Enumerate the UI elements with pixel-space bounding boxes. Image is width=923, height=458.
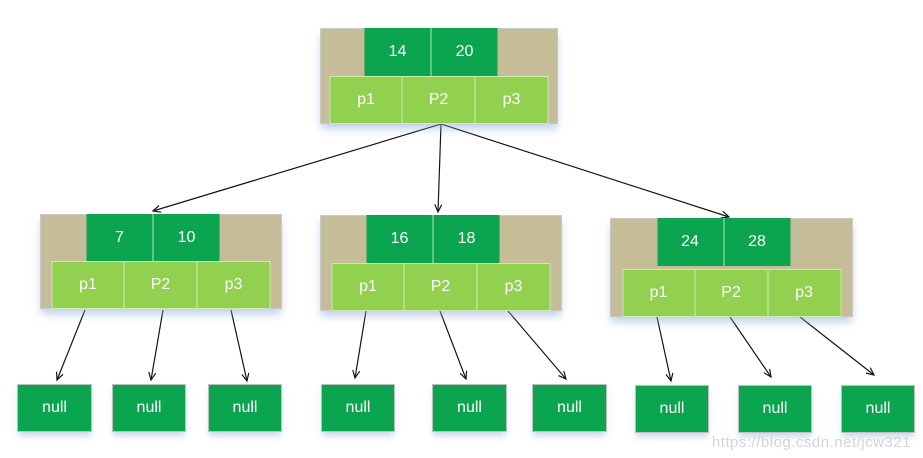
key-row: 14 20 <box>364 28 498 76</box>
null-leaf: null <box>738 385 812 433</box>
pointer-cell: P2 <box>402 76 476 124</box>
key-cell: 28 <box>723 218 790 266</box>
edge-middle-p3 <box>507 310 566 379</box>
key-cell: 20 <box>430 28 498 76</box>
btree-node-left: 7 10 p1 P2 p3 <box>40 214 282 309</box>
pointer-row: p1 P2 p3 <box>331 263 551 311</box>
null-leaf: null <box>321 384 395 432</box>
edge-left-p2 <box>151 309 164 380</box>
edge-right-p3 <box>799 316 874 375</box>
key-cell: 10 <box>152 214 220 262</box>
pointer-cell: P2 <box>404 263 478 311</box>
pointer-cell: p1 <box>51 261 125 309</box>
null-leaf: null <box>432 384 507 432</box>
edge-right-p2 <box>729 316 771 377</box>
pointer-cell: P2 <box>695 269 768 317</box>
null-leaf: null <box>841 385 915 433</box>
edge-left-p3 <box>230 309 247 381</box>
pointer-cell: p3 <box>477 263 551 311</box>
null-leaf: null <box>532 384 607 432</box>
edge-root-left <box>153 123 442 211</box>
pointer-cell: p1 <box>331 263 405 311</box>
key-row: 16 18 <box>366 215 500 263</box>
pointer-cell: p3 <box>475 76 549 124</box>
pointer-row: p1 P2 p3 <box>622 269 841 317</box>
edge-root-middle <box>438 123 441 212</box>
pointer-row: p1 P2 p3 <box>329 76 549 124</box>
key-cell: 24 <box>657 218 723 266</box>
pointer-cell: p1 <box>622 269 695 317</box>
edge-left-p1 <box>57 309 86 380</box>
pointer-cell: p3 <box>197 261 271 309</box>
key-cell: 14 <box>364 28 431 76</box>
edge-middle-p1 <box>355 310 367 378</box>
null-leaf: null <box>17 384 92 432</box>
btree-node-root: 14 20 p1 P2 p3 <box>320 28 558 124</box>
null-leaf: null <box>208 384 282 432</box>
watermark: https://blog.csdn.net/jcw321 <box>711 434 911 451</box>
key-cell: 18 <box>432 215 500 263</box>
btree-node-right: 24 28 p1 P2 p3 <box>610 218 853 317</box>
key-row: 24 28 <box>657 218 790 266</box>
key-cell: 16 <box>366 215 433 263</box>
pointer-row: p1 P2 p3 <box>51 261 271 309</box>
edge-root-right <box>440 123 729 217</box>
null-leaf: null <box>635 385 709 433</box>
pointer-cell: P2 <box>124 261 198 309</box>
key-cell: 7 <box>86 214 153 262</box>
key-row: 7 10 <box>86 214 220 262</box>
btree-node-middle: 16 18 p1 P2 p3 <box>320 215 562 311</box>
edge-middle-p2 <box>439 310 466 379</box>
pointer-cell: p1 <box>329 76 403 124</box>
edge-right-p1 <box>656 316 671 381</box>
null-leaf: null <box>112 384 186 432</box>
pointer-cell: p3 <box>768 269 841 317</box>
